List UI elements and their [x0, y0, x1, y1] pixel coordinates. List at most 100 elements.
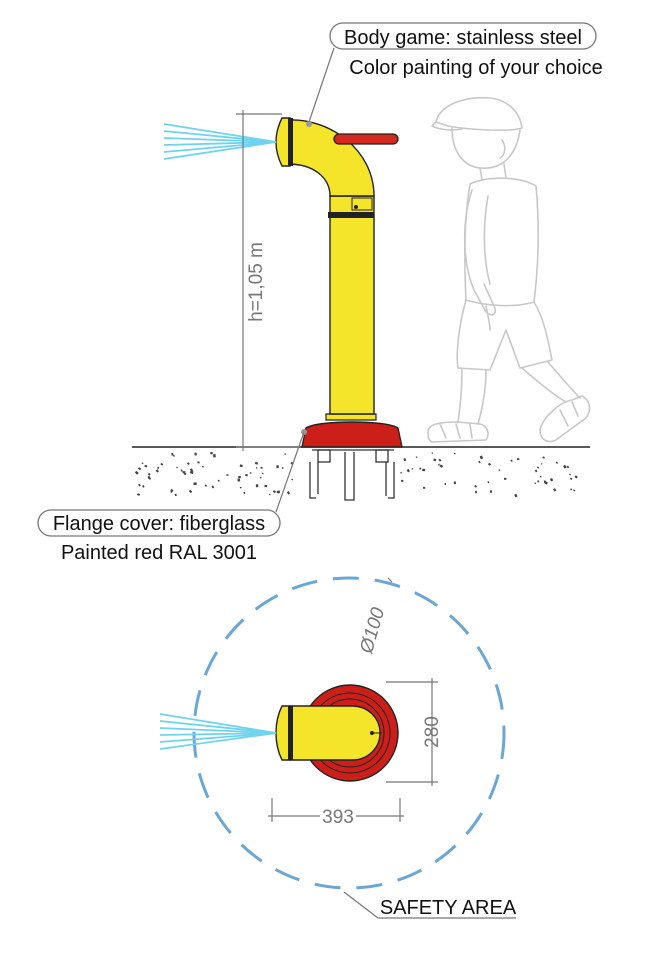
- gravel-dot: [255, 484, 259, 488]
- water-spray-top-icon: [159, 713, 277, 750]
- gravel-dot: [534, 469, 538, 473]
- gravel-dot: [138, 483, 141, 487]
- diameter-label: Ø100: [356, 605, 389, 657]
- gravel-dot: [566, 465, 570, 469]
- gravel-dot: [433, 458, 437, 462]
- gravel-dot: [239, 464, 243, 468]
- gravel-dot: [411, 468, 414, 470]
- gravel-dot: [142, 485, 145, 488]
- gravel-dot: [171, 452, 174, 456]
- gravel-dot: [276, 465, 279, 469]
- gravel-dot: [281, 467, 284, 470]
- gravel-dot: [514, 493, 518, 498]
- gravel-dot: [438, 463, 440, 466]
- nozzle-ring: [288, 118, 293, 166]
- gravel-dot: [570, 488, 572, 491]
- width-dimension: [268, 798, 404, 822]
- diameter-leader: [387, 577, 393, 583]
- leader-anchor-body: [306, 121, 312, 127]
- gravel-dot: [539, 475, 542, 478]
- gravel-dot: [544, 481, 548, 485]
- child-walking-outline-icon: [427, 96, 591, 443]
- flange-cover: [301, 421, 403, 448]
- gravel-dot: [553, 488, 557, 492]
- safety-area-circle: [192, 576, 506, 890]
- gravel-dot: [563, 464, 567, 469]
- gravel-dot: [176, 466, 178, 469]
- height-dimension: [236, 110, 300, 451]
- gravel-dot: [254, 461, 259, 465]
- safety-area-leader: [343, 891, 516, 919]
- gravel-dot: [439, 464, 444, 468]
- gravel-dot: [431, 452, 434, 454]
- gravel-dot: [170, 490, 173, 493]
- gravel-dot: [261, 472, 264, 475]
- gravel-dot: [479, 455, 484, 460]
- gravel-dot: [286, 491, 291, 495]
- gravel-dot: [574, 475, 578, 479]
- gravel-dot: [284, 453, 286, 456]
- gravel-dot: [415, 456, 418, 458]
- gravel-dot: [217, 479, 220, 482]
- gravel-dot: [542, 456, 545, 459]
- gravel-dot: [540, 463, 543, 465]
- gravel-dot: [537, 480, 540, 483]
- flange-material-label: Flange cover: fiberglass: [53, 513, 265, 535]
- gravel-dot: [147, 475, 151, 480]
- gravel-dot: [453, 481, 457, 485]
- gravel-dot: [453, 452, 456, 455]
- gravel-dot: [172, 454, 176, 457]
- gravel-dot: [136, 493, 141, 496]
- body-material-label: Body game: stainless steel: [344, 27, 582, 49]
- gravel-dot: [573, 489, 576, 492]
- gravel-dot: [422, 486, 426, 489]
- gravel-dot: [226, 474, 229, 476]
- gravel-dot: [201, 465, 204, 468]
- gravel-dot: [422, 468, 426, 472]
- gravel-dot: [474, 490, 478, 494]
- flange-color-label: Painted red RAL 3001: [61, 542, 257, 564]
- gravel-dot: [213, 454, 216, 458]
- gravel-dot: [243, 491, 246, 495]
- body-leader: [308, 22, 597, 123]
- gravel-dot: [174, 493, 177, 497]
- gravel-dot: [510, 459, 513, 462]
- gravel-dot: [487, 481, 490, 484]
- gravel-dot: [137, 467, 142, 471]
- gravel-dot: [239, 486, 242, 489]
- gravel-dot: [170, 488, 174, 493]
- gravel-dot: [147, 472, 151, 476]
- spray-nozzle: [275, 117, 291, 167]
- post-ring: [328, 212, 374, 218]
- body-color-label: Color painting of your choice: [349, 57, 602, 79]
- gravel-dot: [498, 469, 501, 471]
- depth-dimension: [386, 678, 438, 786]
- gravel-dot: [160, 462, 164, 466]
- gravel-dot: [490, 490, 492, 493]
- depth-label: 280: [422, 716, 443, 748]
- gravel-dot: [197, 461, 200, 464]
- gravel-dot: [188, 489, 193, 494]
- height-label: h=1,05 m: [246, 242, 267, 322]
- gravel-dot: [157, 466, 160, 469]
- gravel-dot: [210, 452, 213, 455]
- width-label: 393: [322, 807, 354, 828]
- gravel-dot: [419, 467, 422, 470]
- gravel-dot: [189, 470, 194, 474]
- gravel-dot: [569, 477, 573, 480]
- gravel-dot: [534, 482, 537, 485]
- gravel-dot: [516, 458, 520, 461]
- gravel-dot: [400, 479, 404, 482]
- gravel-dot: [444, 483, 447, 486]
- gravel-dot: [186, 462, 190, 466]
- gravel-dot: [474, 484, 478, 488]
- elbow-pipe: [287, 119, 375, 197]
- gravel-dot: [255, 467, 258, 469]
- gravel-dot: [245, 473, 248, 477]
- flange-collar: [325, 413, 377, 421]
- gravel-dot: [406, 468, 410, 473]
- gravel-dot: [189, 468, 194, 472]
- gravel-dot: [269, 493, 271, 496]
